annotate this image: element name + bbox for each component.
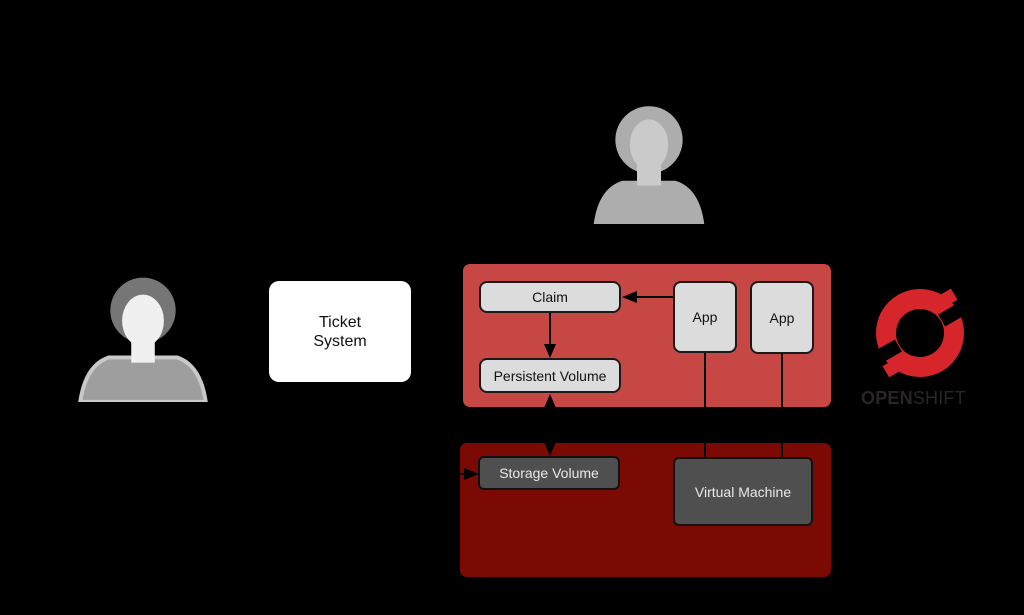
wordmark-shift: SHIFT bbox=[912, 388, 966, 408]
wordmark-open: OPEN bbox=[861, 388, 913, 408]
ticket-system-label-line2: System bbox=[313, 332, 367, 350]
virtual-machine-label: Virtual Machine bbox=[694, 483, 792, 500]
app1-node: App bbox=[673, 281, 737, 353]
storage-volume-label: Storage Volume bbox=[499, 465, 599, 481]
logo-shifted-chunk bbox=[933, 288, 958, 310]
avatar-face bbox=[629, 119, 669, 170]
storage-volume-node: Storage Volume bbox=[478, 456, 620, 490]
avatar-face bbox=[122, 294, 164, 347]
claim-node: Claim bbox=[479, 281, 621, 313]
admin-avatar-person-icon bbox=[78, 277, 208, 402]
openshift-logo-icon bbox=[873, 288, 967, 378]
openshift-wordmark: OPENSHIFT bbox=[861, 388, 991, 410]
avatar-torso bbox=[78, 355, 208, 402]
app2-label: App bbox=[769, 309, 795, 326]
logo-gap bbox=[938, 301, 967, 327]
developer-avatar-person-icon bbox=[593, 106, 705, 224]
virtual-machine-node: Virtual Machine bbox=[673, 457, 813, 526]
ticket-system-label-line1: Ticket bbox=[318, 313, 362, 331]
logo-gap bbox=[873, 339, 902, 365]
app2-node: App bbox=[750, 281, 814, 354]
avatar-torso bbox=[593, 180, 705, 224]
persistent-volume-label: Persistent Volume bbox=[493, 367, 607, 384]
app1-label: App bbox=[692, 309, 718, 325]
claim-label: Claim bbox=[532, 289, 568, 305]
logo-shifted-chunk bbox=[882, 356, 907, 378]
persistent-volume-node: Persistent Volume bbox=[479, 358, 621, 393]
ticket-system-node: Ticket System bbox=[269, 281, 411, 382]
